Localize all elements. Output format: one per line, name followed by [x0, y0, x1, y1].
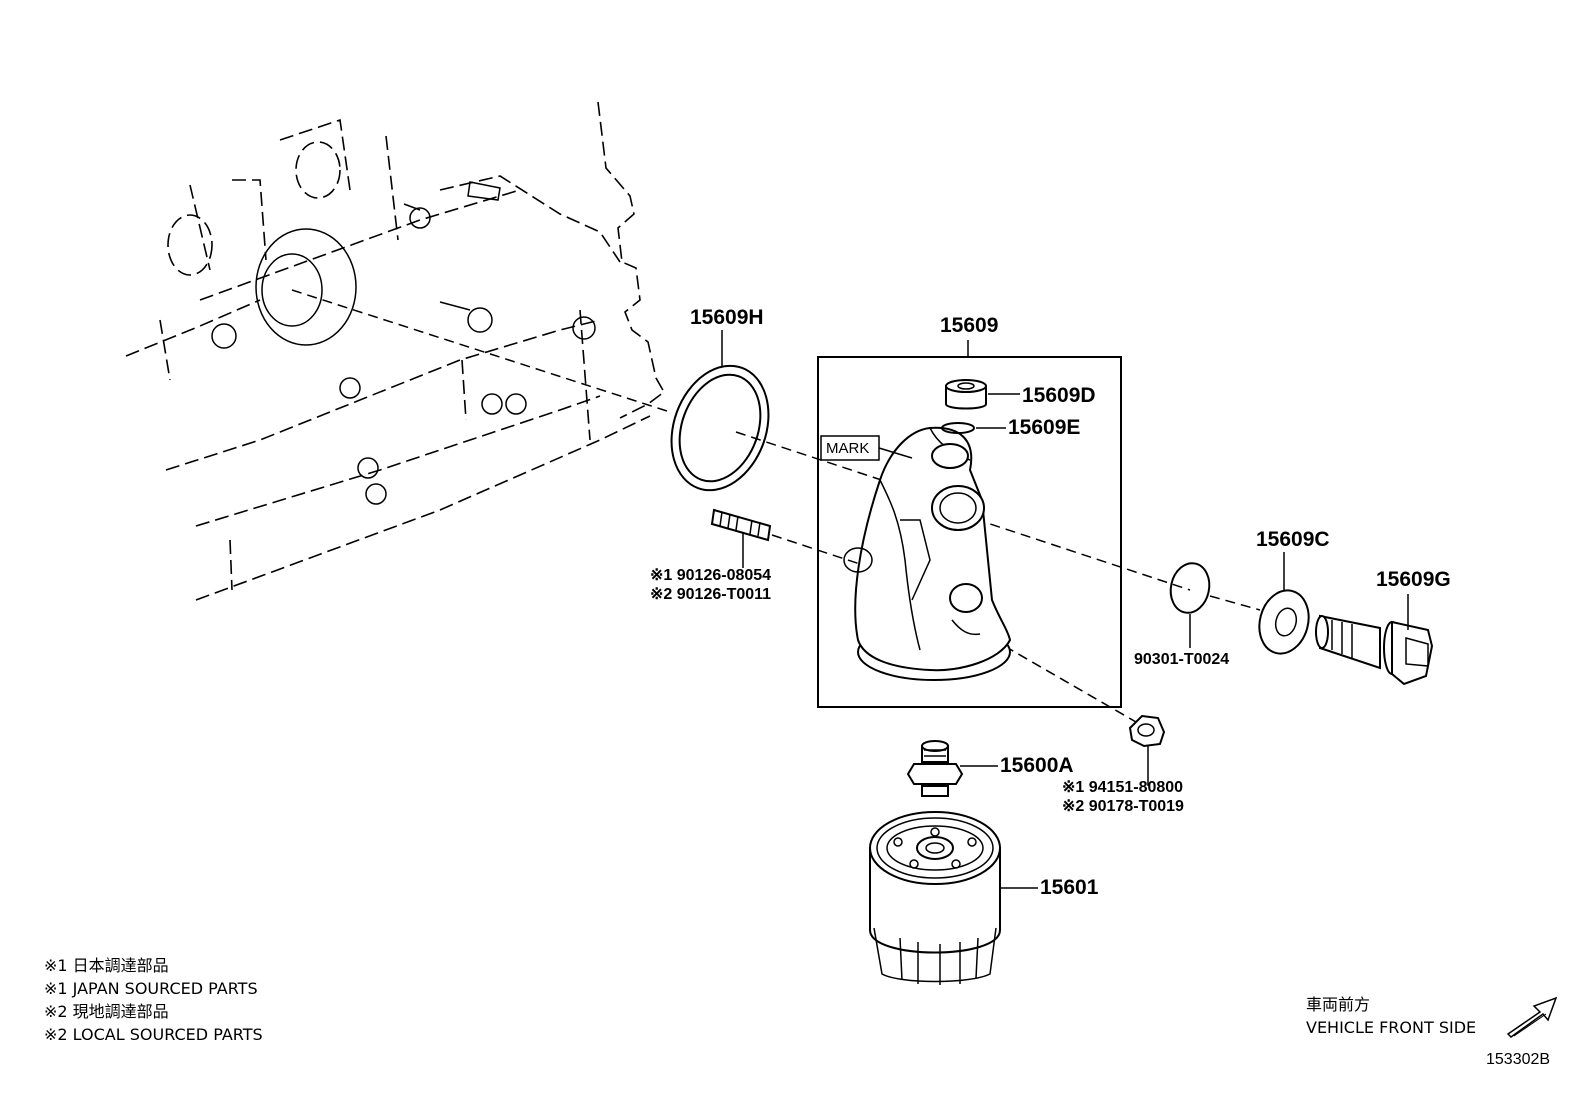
union-bolt-drawing — [1315, 614, 1434, 686]
assembly-center-lines — [291, 289, 1261, 723]
mark-label: MARK — [826, 440, 869, 457]
legend-line-3: ※2 現地調達部品 — [44, 1002, 169, 1021]
part-label-15600a[interactable]: 15600A — [1000, 754, 1074, 777]
legend-line-1: ※1 日本調達部品 — [44, 956, 169, 975]
vehicle-front-arrow-icon — [1506, 996, 1558, 1038]
filter-union-drawing — [906, 740, 964, 797]
oil-cooler-gasket-drawing — [670, 364, 770, 492]
part-label-15609c[interactable]: 15609C — [1256, 528, 1330, 551]
direction-label-jp: 車両前方 — [1306, 995, 1370, 1014]
part-label-15609d[interactable]: 15609D — [1022, 384, 1096, 407]
filter-bracket-drawing — [820, 379, 1012, 681]
part-label-15609e[interactable]: 15609E — [1008, 416, 1080, 439]
o-ring-drawing — [1169, 562, 1211, 614]
part-label-15609[interactable]: 15609 — [940, 314, 998, 337]
direction-label-en: VEHICLE FRONT SIDE — [1306, 1018, 1476, 1037]
engine-block-drawing — [125, 101, 666, 601]
legend-line-4: ※2 LOCAL SOURCED PARTS — [44, 1025, 263, 1044]
union-gasket-drawing — [1258, 589, 1310, 655]
oil-filter-drawing — [869, 811, 1001, 985]
legend-line-2: ※1 JAPAN SOURCED PARTS — [44, 979, 258, 998]
nut-drawing — [1128, 714, 1166, 748]
bracket-assembly-box — [817, 356, 1122, 708]
drawing-number: 153302B — [1486, 1051, 1550, 1068]
part-label-15609g[interactable]: 15609G — [1376, 568, 1451, 591]
part-label-90301-t0024[interactable]: 90301-T0024 — [1134, 651, 1229, 668]
part-label-15601[interactable]: 15601 — [1040, 876, 1099, 899]
part-label-nut-japan[interactable]: ※1 94151-80800 — [1062, 779, 1183, 796]
stud-bolt-drawing — [710, 508, 772, 542]
part-label-nut-local[interactable]: ※2 90178-T0019 — [1062, 798, 1184, 815]
part-label-stud-local[interactable]: ※2 90126-T0011 — [650, 586, 771, 603]
part-label-stud-japan[interactable]: ※1 90126-08054 — [650, 567, 771, 584]
part-label-15609h[interactable]: 15609H — [690, 306, 764, 329]
